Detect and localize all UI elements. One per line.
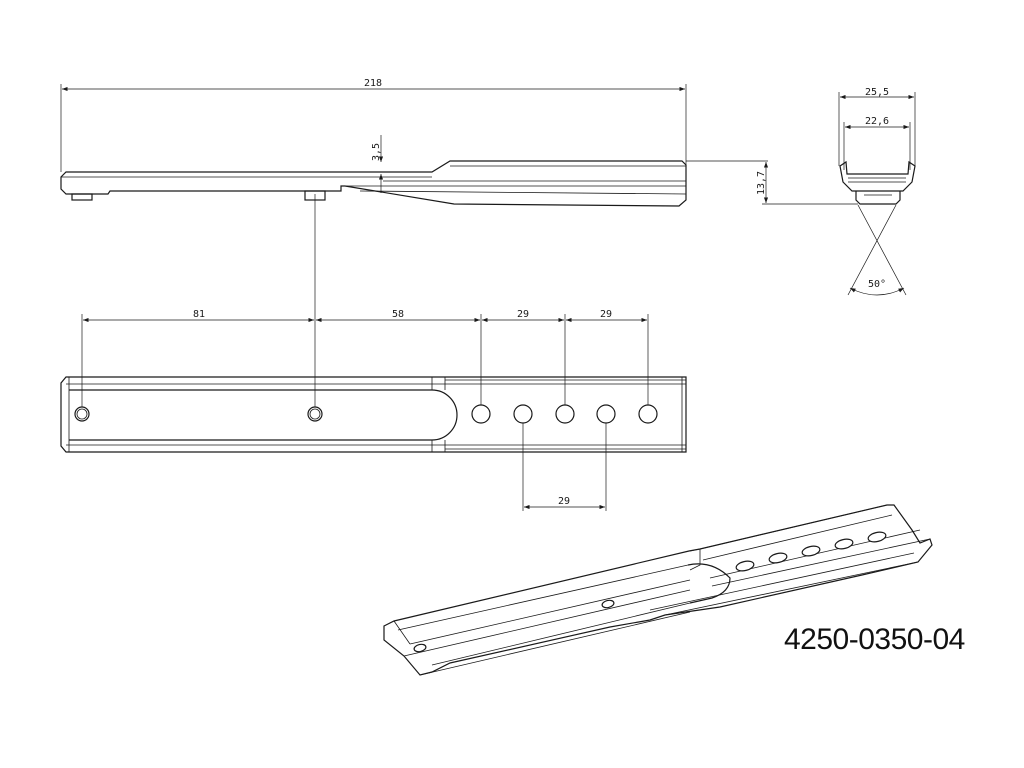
top-view-body <box>60 376 687 453</box>
iso-recoil-hole <box>768 552 788 564</box>
iso-edge <box>699 504 888 550</box>
iso-edge <box>689 548 701 571</box>
recoil-hole <box>555 404 575 424</box>
dimension-label-height: 13,7 <box>756 171 767 195</box>
iso-edge <box>664 561 919 616</box>
dimension-label-spacing-3: 29 <box>517 309 529 320</box>
iso-edge <box>431 602 691 666</box>
recoil-hole <box>471 404 491 424</box>
angle-line <box>857 204 907 296</box>
recoil-hole <box>513 404 533 424</box>
slot-outline <box>69 389 458 441</box>
recoil-hole <box>596 404 616 424</box>
side-view-profile <box>60 160 687 207</box>
edge-line <box>431 377 446 452</box>
iso-edge <box>409 579 691 645</box>
end-view-dovetail <box>855 191 901 205</box>
iso-edge <box>397 564 689 631</box>
angle-arc <box>849 287 905 296</box>
iso-edge <box>711 538 931 587</box>
dimension-label-step-height: 3,5 <box>371 143 382 161</box>
end-view-profile <box>839 160 916 192</box>
mounting-hole-inner <box>309 408 321 420</box>
end-view: 25,5 22,6 13,7 50° <box>756 87 916 296</box>
mounting-hole-inner <box>76 408 88 420</box>
dimension-label-spacing-2: 58 <box>392 309 404 320</box>
iso-recoil-hole <box>735 560 755 572</box>
iso-edge <box>419 611 691 676</box>
angle-line <box>847 204 897 296</box>
iso-hole <box>601 599 615 609</box>
dimension-label-spacing-1: 81 <box>193 309 205 320</box>
iso-edge <box>649 552 915 611</box>
iso-edge <box>702 514 893 561</box>
isometric-view <box>383 504 933 676</box>
dimension-label-lower-spacing: 29 <box>558 496 570 507</box>
edge-line <box>359 190 687 195</box>
iso-edge <box>393 620 411 645</box>
side-view: 218 3,5 <box>60 78 768 207</box>
iso-edge <box>403 589 691 657</box>
iso-hole <box>413 643 427 653</box>
recoil-hole <box>638 404 658 424</box>
iso-recoil-hole <box>867 531 887 543</box>
iso-recoil-hole <box>801 545 821 557</box>
dimension-label-outer-width: 25,5 <box>865 87 889 98</box>
iso-slot-end <box>687 563 731 604</box>
iso-recoil-hole <box>834 538 854 550</box>
pin <box>71 193 93 201</box>
dimension-label-inner-width: 22,6 <box>865 116 889 127</box>
dimension-label-angle: 50° <box>868 279 886 290</box>
top-view: 81 58 29 29 29 <box>60 194 687 511</box>
part-number: 4250-0350-04 <box>784 623 965 656</box>
dimension-label-spacing-4: 29 <box>600 309 612 320</box>
dimension-label-overall-length: 218 <box>364 78 382 89</box>
